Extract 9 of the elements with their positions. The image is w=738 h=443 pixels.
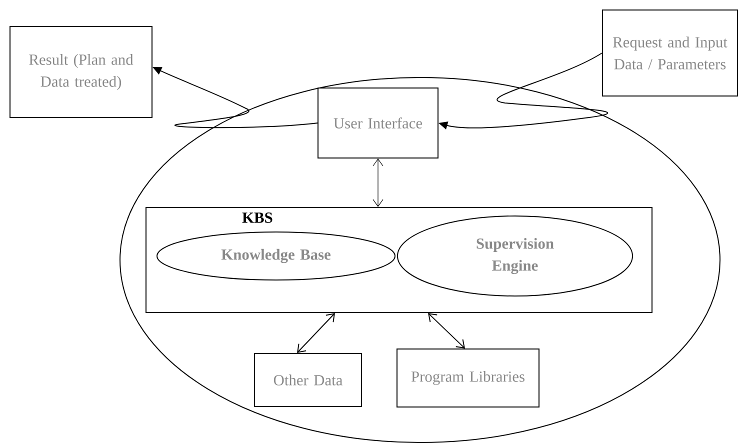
text-box: Program Libraries bbox=[396, 348, 540, 408]
arrow bbox=[372, 158, 384, 207]
text-box: User Interface bbox=[318, 88, 438, 158]
arrow bbox=[297, 313, 335, 353]
text-box: Request and Input Data / Parameters bbox=[602, 10, 738, 96]
ellipse-shape bbox=[120, 77, 720, 443]
text-box: Other Data bbox=[254, 353, 362, 407]
text-box: Result (Plan and Data treated) bbox=[10, 26, 152, 118]
arrow bbox=[428, 312, 465, 348]
